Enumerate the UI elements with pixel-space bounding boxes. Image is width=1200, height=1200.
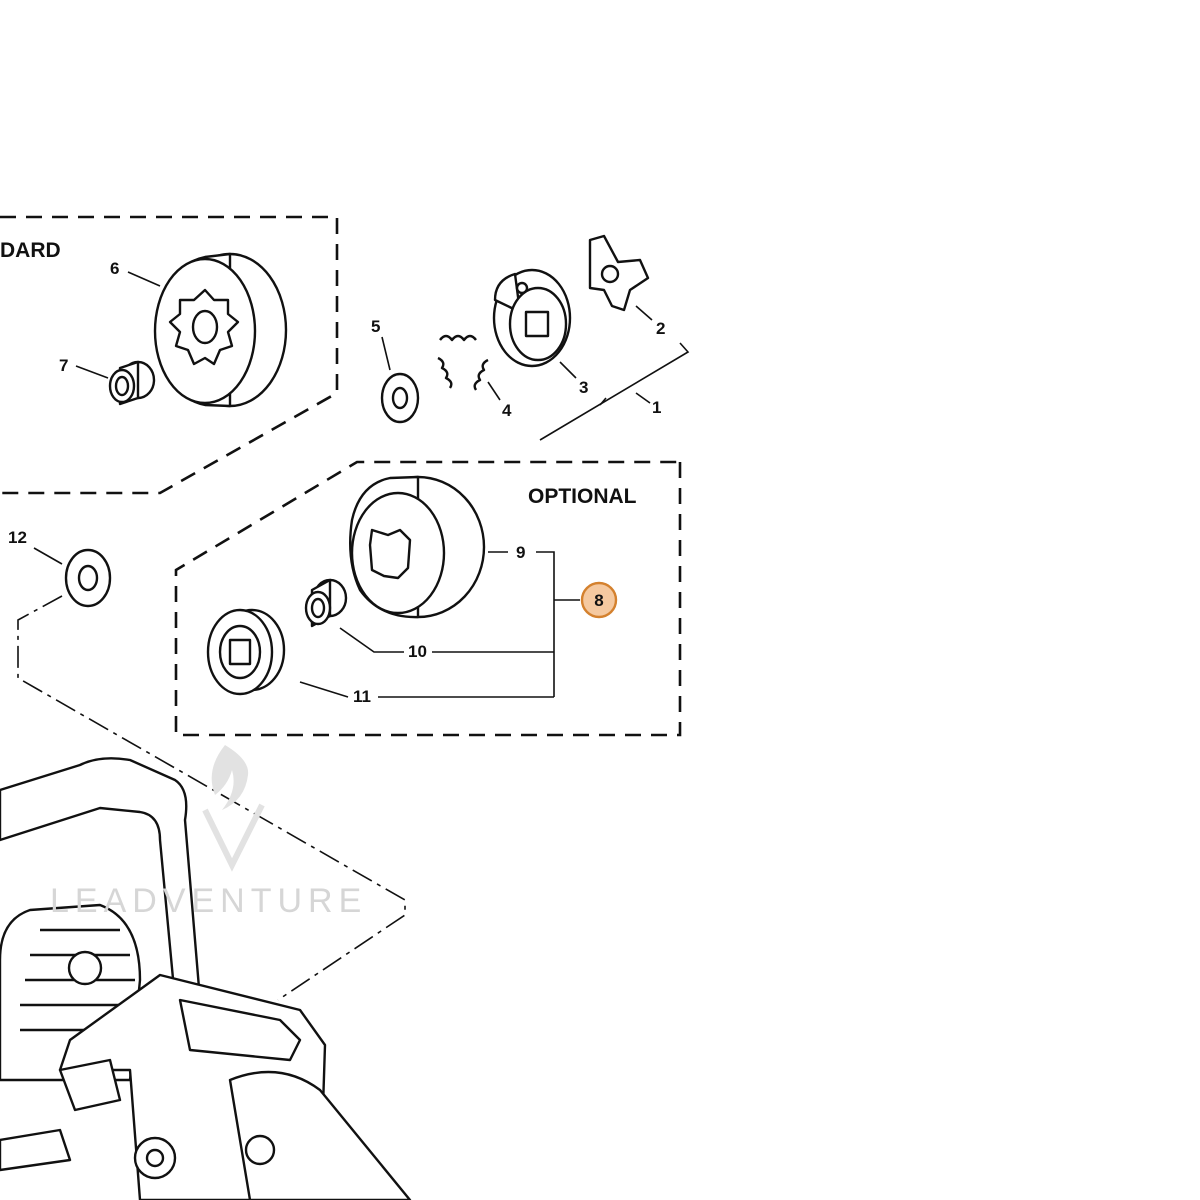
assembly-line: [17, 595, 406, 1001]
callout-12: 12: [8, 528, 27, 547]
clutch-drum-standard[interactable]: [153, 252, 288, 408]
clutch-carrier[interactable]: [588, 234, 650, 312]
optional-group-label: OPTIONAL: [528, 485, 637, 508]
callout-9: 9: [516, 543, 525, 562]
needle-bearing-standard[interactable]: [108, 360, 156, 406]
rim-sprocket[interactable]: [206, 608, 286, 696]
washer-5[interactable]: [380, 372, 420, 424]
callout-2: 2: [656, 319, 665, 338]
callout-10: 10: [408, 642, 427, 661]
watermark: LEADVENTURE: [50, 745, 367, 920]
watermark-text: LEADVENTURE: [50, 882, 367, 920]
flame-logo-icon: [211, 745, 249, 810]
callout-8: 8: [594, 591, 603, 610]
leader-lines: [33, 271, 690, 698]
standard-group-frame: [0, 215, 339, 495]
needle-bearing-optional[interactable]: [304, 578, 348, 628]
washer-12[interactable]: [64, 548, 112, 608]
clutch-shoes[interactable]: [492, 268, 572, 368]
callout-5: 5: [371, 317, 380, 336]
callout-7: 7: [59, 356, 68, 375]
standard-group-label: DARD: [0, 239, 61, 262]
optional-group-frame: [174, 460, 682, 737]
callout-4: 4: [502, 401, 512, 420]
callout-11: 11: [353, 687, 371, 706]
callout-8-highlight[interactable]: 8: [580, 581, 618, 619]
clutch-springs[interactable]: [437, 334, 489, 391]
callout-1: 1: [652, 398, 661, 417]
callout-6: 6: [110, 259, 119, 278]
chainsaw-body: [0, 757, 412, 1200]
rim-drum-optional[interactable]: [349, 475, 486, 619]
callout-3: 3: [579, 378, 588, 397]
